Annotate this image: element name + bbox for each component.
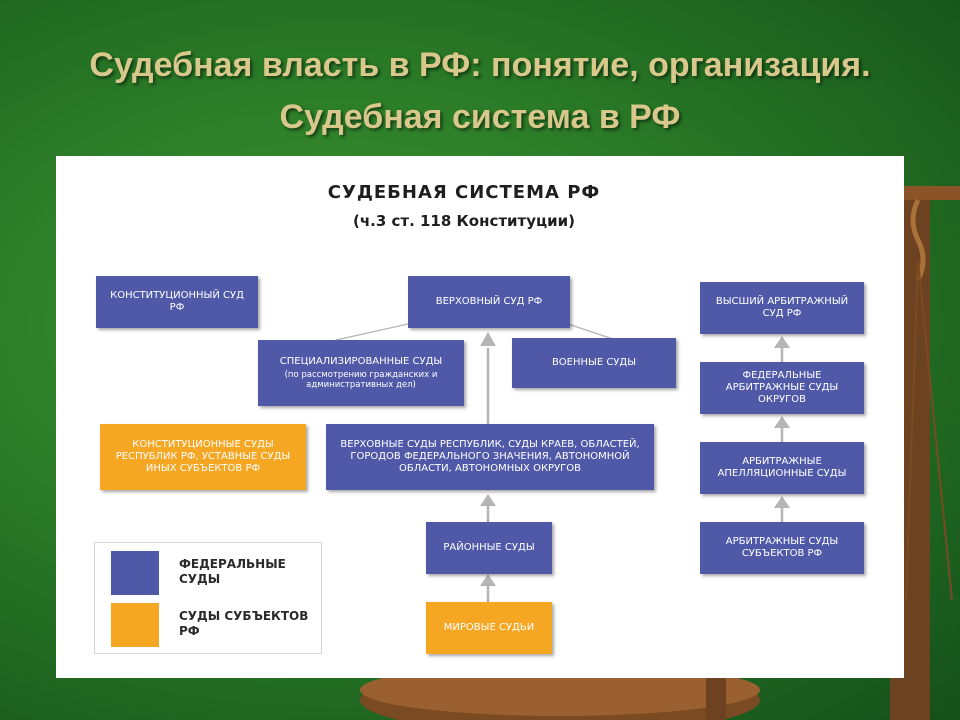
military-courts-label: ВОЕННЫЕ СУДЫ: [551, 357, 637, 368]
regional-supreme-courts-box: ВЕРХОВНЫЕ СУДЫ РЕСПУБЛИК, СУДЫ КРАЕВ, ОБ…: [326, 424, 654, 490]
diagram-connectors: [335, 323, 790, 602]
scale-chain: [910, 198, 926, 282]
legend-label-federal: ФЕДЕРАЛЬНЫЕ СУДЫ: [179, 557, 286, 586]
regional-constitutional-courts-box: КОНСТИТУЦИОННЫЕ СУДЫ РЕСПУБЛИК РФ, УСТАВ…: [100, 424, 306, 490]
arrow-to-supreme: [480, 332, 496, 346]
specialized-courts-box: СПЕЦИАЛИЗИРОВАННЫЕ СУДЫ (по рассмотрению…: [258, 340, 464, 406]
scale-string-left: [905, 259, 919, 601]
scale-base: [706, 676, 726, 720]
military-courts-box: ВОЕННЫЕ СУДЫ: [512, 338, 676, 388]
district-courts-box: РАЙОННЫЕ СУДЫ: [426, 522, 552, 574]
specialized-courts-label: СПЕЦИАЛИЗИРОВАННЫЕ СУДЫ: [279, 356, 443, 367]
constitutional-court-label: КОНСТИТУЦИОННЫЙ СУД РФ: [110, 290, 244, 313]
diagram-panel: СУДЕБНАЯ СИСТЕМА РФ (ч.3 ст. 118 Констит…: [56, 156, 904, 678]
arrow-to-arb-appeal: [774, 496, 790, 508]
magistrates-label: МИРОВЫЕ СУДЬИ: [443, 622, 535, 633]
regional-constitutional-courts-label: КОНСТИТУЦИОННЫЕ СУДЫ РЕСПУБЛИК РФ, УСТАВ…: [115, 439, 291, 474]
scale-string-right: [917, 259, 953, 601]
regional-supreme-courts-label: ВЕРХОВНЫЕ СУДЫ РЕСПУБЛИК, СУДЫ КРАЕВ, ОБ…: [340, 439, 640, 474]
legend: ФЕДЕРАЛЬНЫЕ СУДЫ СУДЫ СУБЪЕКТОВ РФ: [94, 542, 322, 654]
specialized-courts-note: (по рассмотрению гражданских и администр…: [284, 370, 438, 390]
legend-label-subjects: СУДЫ СУБЪЕКТОВ РФ: [179, 609, 309, 638]
arrow-to-arb-supreme: [774, 336, 790, 348]
arbitration-district-courts-box: ФЕДЕРАЛЬНЫЕ АРБИТРАЖНЫЕ СУДЫ ОКРУГОВ: [700, 362, 864, 414]
arbitration-appeal-courts-label: АРБИТРАЖНЫЕ АПЕЛЛЯЦИОННЫЕ СУДЫ: [717, 456, 847, 479]
magistrates-box: МИРОВЫЕ СУДЬИ: [426, 602, 552, 654]
legend-swatch-subjects: [111, 603, 159, 647]
diagram-title: СУДЕБНАЯ СИСТЕМА РФ: [327, 182, 601, 203]
diagram-subtitle: (ч.3 ст. 118 Конституции): [352, 212, 576, 230]
slide-subtitle: Судебная система в РФ: [279, 98, 681, 136]
supreme-court-box: ВЕРХОВНЫЙ СУД РФ: [408, 276, 570, 328]
constitutional-court-box: КОНСТИТУЦИОННЫЙ СУД РФ: [96, 276, 258, 328]
arbitration-subject-courts-box: АРБИТРАЖНЫЕ СУДЫ СУБЪЕКТОВ РФ: [700, 522, 864, 574]
arbitration-appeal-courts-box: АРБИТРАЖНЫЕ АПЕЛЛЯЦИОННЫЕ СУДЫ: [700, 442, 864, 494]
legend-swatch-federal: [111, 551, 159, 595]
supreme-court-label: ВЕРХОВНЫЙ СУД РФ: [435, 296, 543, 307]
arrow-to-district: [480, 574, 496, 586]
arrow-to-regional-supreme: [480, 494, 496, 506]
connector-supreme-military: [567, 323, 617, 341]
arbitration-supreme-court-label: ВЫСШИЙ АРБИТРАЖНЫЙ СУД РФ: [715, 296, 849, 319]
arbitration-subject-courts-label: АРБИТРАЖНЫЕ СУДЫ СУБЪЕКТОВ РФ: [725, 536, 839, 559]
arrow-to-arb-districts: [774, 416, 790, 428]
arbitration-supreme-court-box: ВЫСШИЙ АРБИТРАЖНЫЙ СУД РФ: [700, 282, 864, 334]
slide-title: Судебная власть в РФ: понятие, организац…: [89, 46, 871, 84]
connector-supreme-specialized: [335, 323, 409, 341]
district-courts-label: РАЙОННЫЕ СУДЫ: [443, 542, 535, 553]
arbitration-district-courts-label: ФЕДЕРАЛЬНЫЕ АРБИТРАЖНЫЕ СУДЫ ОКРУГОВ: [725, 370, 839, 405]
